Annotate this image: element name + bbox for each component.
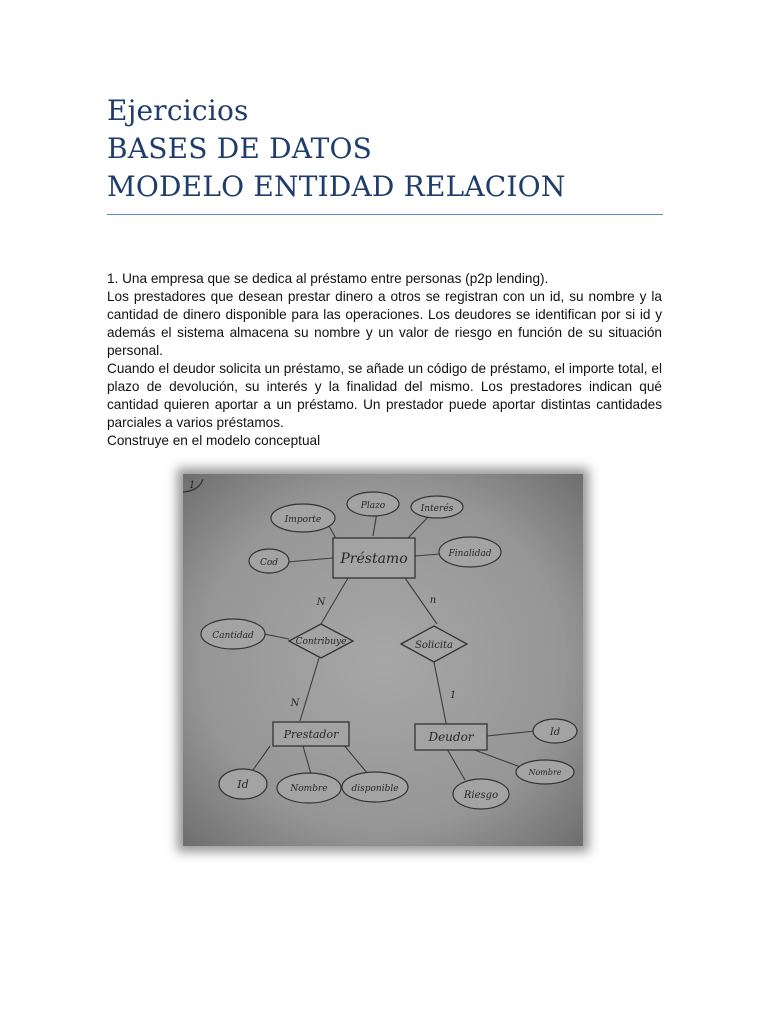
relation-contribuye-label: Contribuye — [296, 637, 347, 647]
attr-prestador-id-label: Id — [236, 778, 248, 791]
diagram-labels: 1 Préstamo Prestador Deudor Contribuye S… — [189, 480, 562, 801]
attr-interes-label: Interés — [420, 503, 454, 514]
attr-deudor-id-shape — [532, 718, 578, 744]
attr-prestador-nombre-shape — [276, 772, 342, 804]
entity-prestador-box — [272, 721, 350, 747]
exercise-paragraph-1: Los prestadores que desean prestar diner… — [107, 289, 662, 358]
title-line-3: MODELO ENTIDAD RELACION — [107, 170, 566, 203]
attr-cantidad-label: Cantidad — [212, 631, 254, 641]
attr-prestador-nombre-label: Nombre — [289, 784, 327, 794]
entity-prestamo-label: Préstamo — [339, 551, 407, 567]
exercise-paragraph-2: Cuando el deudor solicita un préstamo, s… — [107, 361, 662, 430]
attr-plazo-label: Plazo — [360, 501, 386, 511]
relation-shapes — [287, 623, 469, 663]
attr-deudor-nombre-label: Nombre — [527, 768, 561, 777]
cardinality-prestamo-contribuye: N — [316, 597, 327, 608]
entity-deudor-label: Deudor — [427, 730, 474, 744]
attr-disponible-label: disponible — [351, 784, 398, 794]
document-title: Ejercicios BASES DE DATOS MODELO ENTIDAD… — [107, 92, 663, 206]
cardinality-prestamo-solicita: n — [430, 595, 436, 606]
attr-interes-shape — [410, 495, 464, 519]
exercise-paragraph-3: Construye en el modelo conceptual — [107, 433, 321, 448]
attr-deudor-nombre-shape — [515, 759, 575, 785]
connector-lines — [252, 511, 536, 781]
attr-riesgo-label: Riesgo — [463, 790, 498, 801]
entity-prestador-label: Prestador — [283, 728, 339, 741]
attr-disponible-shape — [341, 771, 409, 803]
relation-solicita-label: Solicita — [415, 640, 453, 651]
attr-cod-label: Cod — [260, 558, 278, 568]
attr-cod-shape — [248, 548, 290, 574]
entity-shapes — [272, 537, 488, 751]
attr-prestador-id-shape — [218, 768, 268, 800]
attr-finalidad-label: Finalidad — [448, 549, 492, 559]
attr-cantidad-shape — [200, 618, 266, 650]
relation-contribuye-shape — [287, 623, 355, 659]
attr-deudor-id-label: Id — [549, 727, 560, 738]
title-divider — [107, 214, 663, 215]
attr-riesgo-shape — [452, 778, 510, 810]
er-diagram: 1 Préstamo Prestador Deudor Contribuye S… — [183, 474, 583, 846]
corner-number: 1 — [189, 480, 195, 491]
attr-plazo-shape — [346, 491, 400, 517]
exercise-intro: 1. Una empresa que se dedica al préstamo… — [107, 271, 549, 286]
attribute-shapes — [200, 491, 578, 810]
exercise-text: 1. Una empresa que se dedica al préstamo… — [107, 270, 662, 450]
er-diagram-photo: 1 Préstamo Prestador Deudor Contribuye S… — [183, 474, 583, 846]
entity-deudor-box — [414, 723, 488, 751]
attr-importe-label: Importe — [284, 515, 322, 525]
title-line-2: BASES DE DATOS — [107, 132, 373, 165]
cardinality-prestador-contribuye: N — [290, 698, 301, 709]
title-line-1: Ejercicios — [107, 94, 249, 127]
corner-circle-mark — [183, 478, 204, 493]
attr-finalidad-shape — [438, 536, 502, 568]
cardinality-deudor-solicita: 1 — [450, 690, 456, 701]
entity-prestamo-box — [332, 537, 416, 579]
relation-solicita-shape — [399, 625, 469, 663]
attr-importe-shape — [270, 503, 336, 533]
